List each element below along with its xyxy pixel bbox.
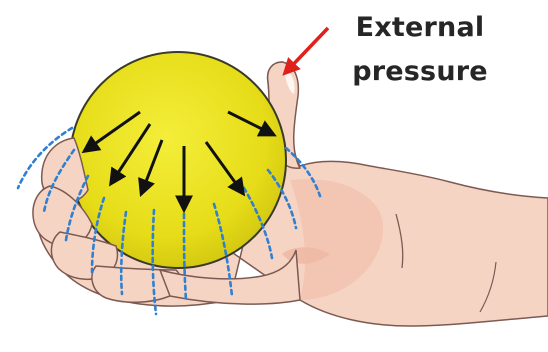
ball-shape <box>70 52 286 268</box>
label-line-1: External <box>322 6 518 50</box>
label-line-2: pressure <box>322 50 518 94</box>
external-pressure-label: External pressure <box>322 6 518 94</box>
ball-icon <box>70 52 286 268</box>
